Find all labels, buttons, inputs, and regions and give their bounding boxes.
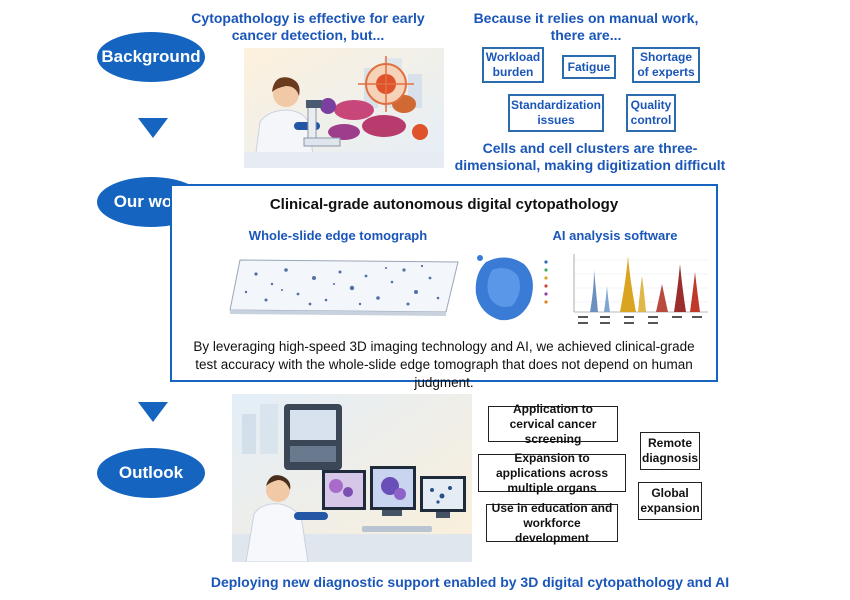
issue-box-workload: Workload burden — [482, 47, 544, 83]
outlook-box-cervical: Application to cervical cancer screening — [488, 402, 618, 446]
section-background: Background — [97, 32, 205, 82]
issue-box-fatigue: Fatigue — [562, 55, 616, 79]
issue-label: Fatigue — [567, 59, 611, 74]
our-work-description: By leveraging high-speed 3D imaging tech… — [193, 339, 695, 390]
outlook-item-label: Global expansion — [640, 486, 700, 515]
outlook-box-global: Global expansion — [638, 482, 702, 520]
section-our-work-label: Our work — [113, 192, 189, 211]
violin-plot-chart — [560, 250, 710, 328]
outlook-box-education: Use in education and workforce developme… — [486, 501, 618, 545]
outlook-box-organs: Expansion to applications across multipl… — [478, 451, 626, 495]
outlook-item-label: Use in education and workforce developme… — [491, 500, 613, 545]
ai-software-label: AI analysis software — [552, 228, 678, 243]
target-icon — [358, 56, 414, 112]
microscope-scientist-illustration — [244, 48, 444, 168]
outlook-item-label: Remote diagnosis — [641, 436, 698, 465]
issue-box-shortage: Shortage of experts — [632, 47, 700, 83]
issue-label: Shortage of experts — [637, 50, 695, 79]
down-arrow-icon — [138, 118, 168, 138]
outlook-box-remote: Remote diagnosis — [640, 432, 700, 470]
issue-label: Standardization issues — [510, 98, 601, 127]
outlook-item-label: Application to cervical cancer screening — [509, 401, 597, 446]
issue-label: Quality control — [630, 98, 672, 127]
background-note: Cells and cell clusters are three-dimens… — [454, 140, 726, 173]
cell-cluster-scatter-plot — [466, 248, 556, 328]
background-left-heading: Cytopathology is effective for early can… — [191, 10, 425, 43]
section-outlook: Outlook — [97, 448, 205, 498]
section-outlook-label: Outlook — [118, 463, 184, 482]
background-right-heading: Because it relies on manual work, there … — [473, 10, 699, 43]
whole-slide-label: Whole-slide edge tomograph — [248, 228, 428, 243]
outlook-item-label: Expansion to applications across multipl… — [495, 450, 609, 495]
our-work-title: Clinical-grade autonomous digital cytopa… — [269, 196, 619, 213]
glass-slide-illustration — [226, 254, 462, 320]
issue-label: Workload burden — [485, 50, 541, 79]
section-background-label: Background — [101, 47, 201, 66]
outlook-footer: Deploying new diagnostic support enabled… — [210, 574, 730, 590]
issue-box-quality: Quality control — [626, 94, 676, 132]
scanner-workstation-illustration — [232, 394, 472, 562]
issue-box-standardization: Standardization issues — [508, 94, 604, 132]
down-arrow-icon — [138, 402, 168, 422]
